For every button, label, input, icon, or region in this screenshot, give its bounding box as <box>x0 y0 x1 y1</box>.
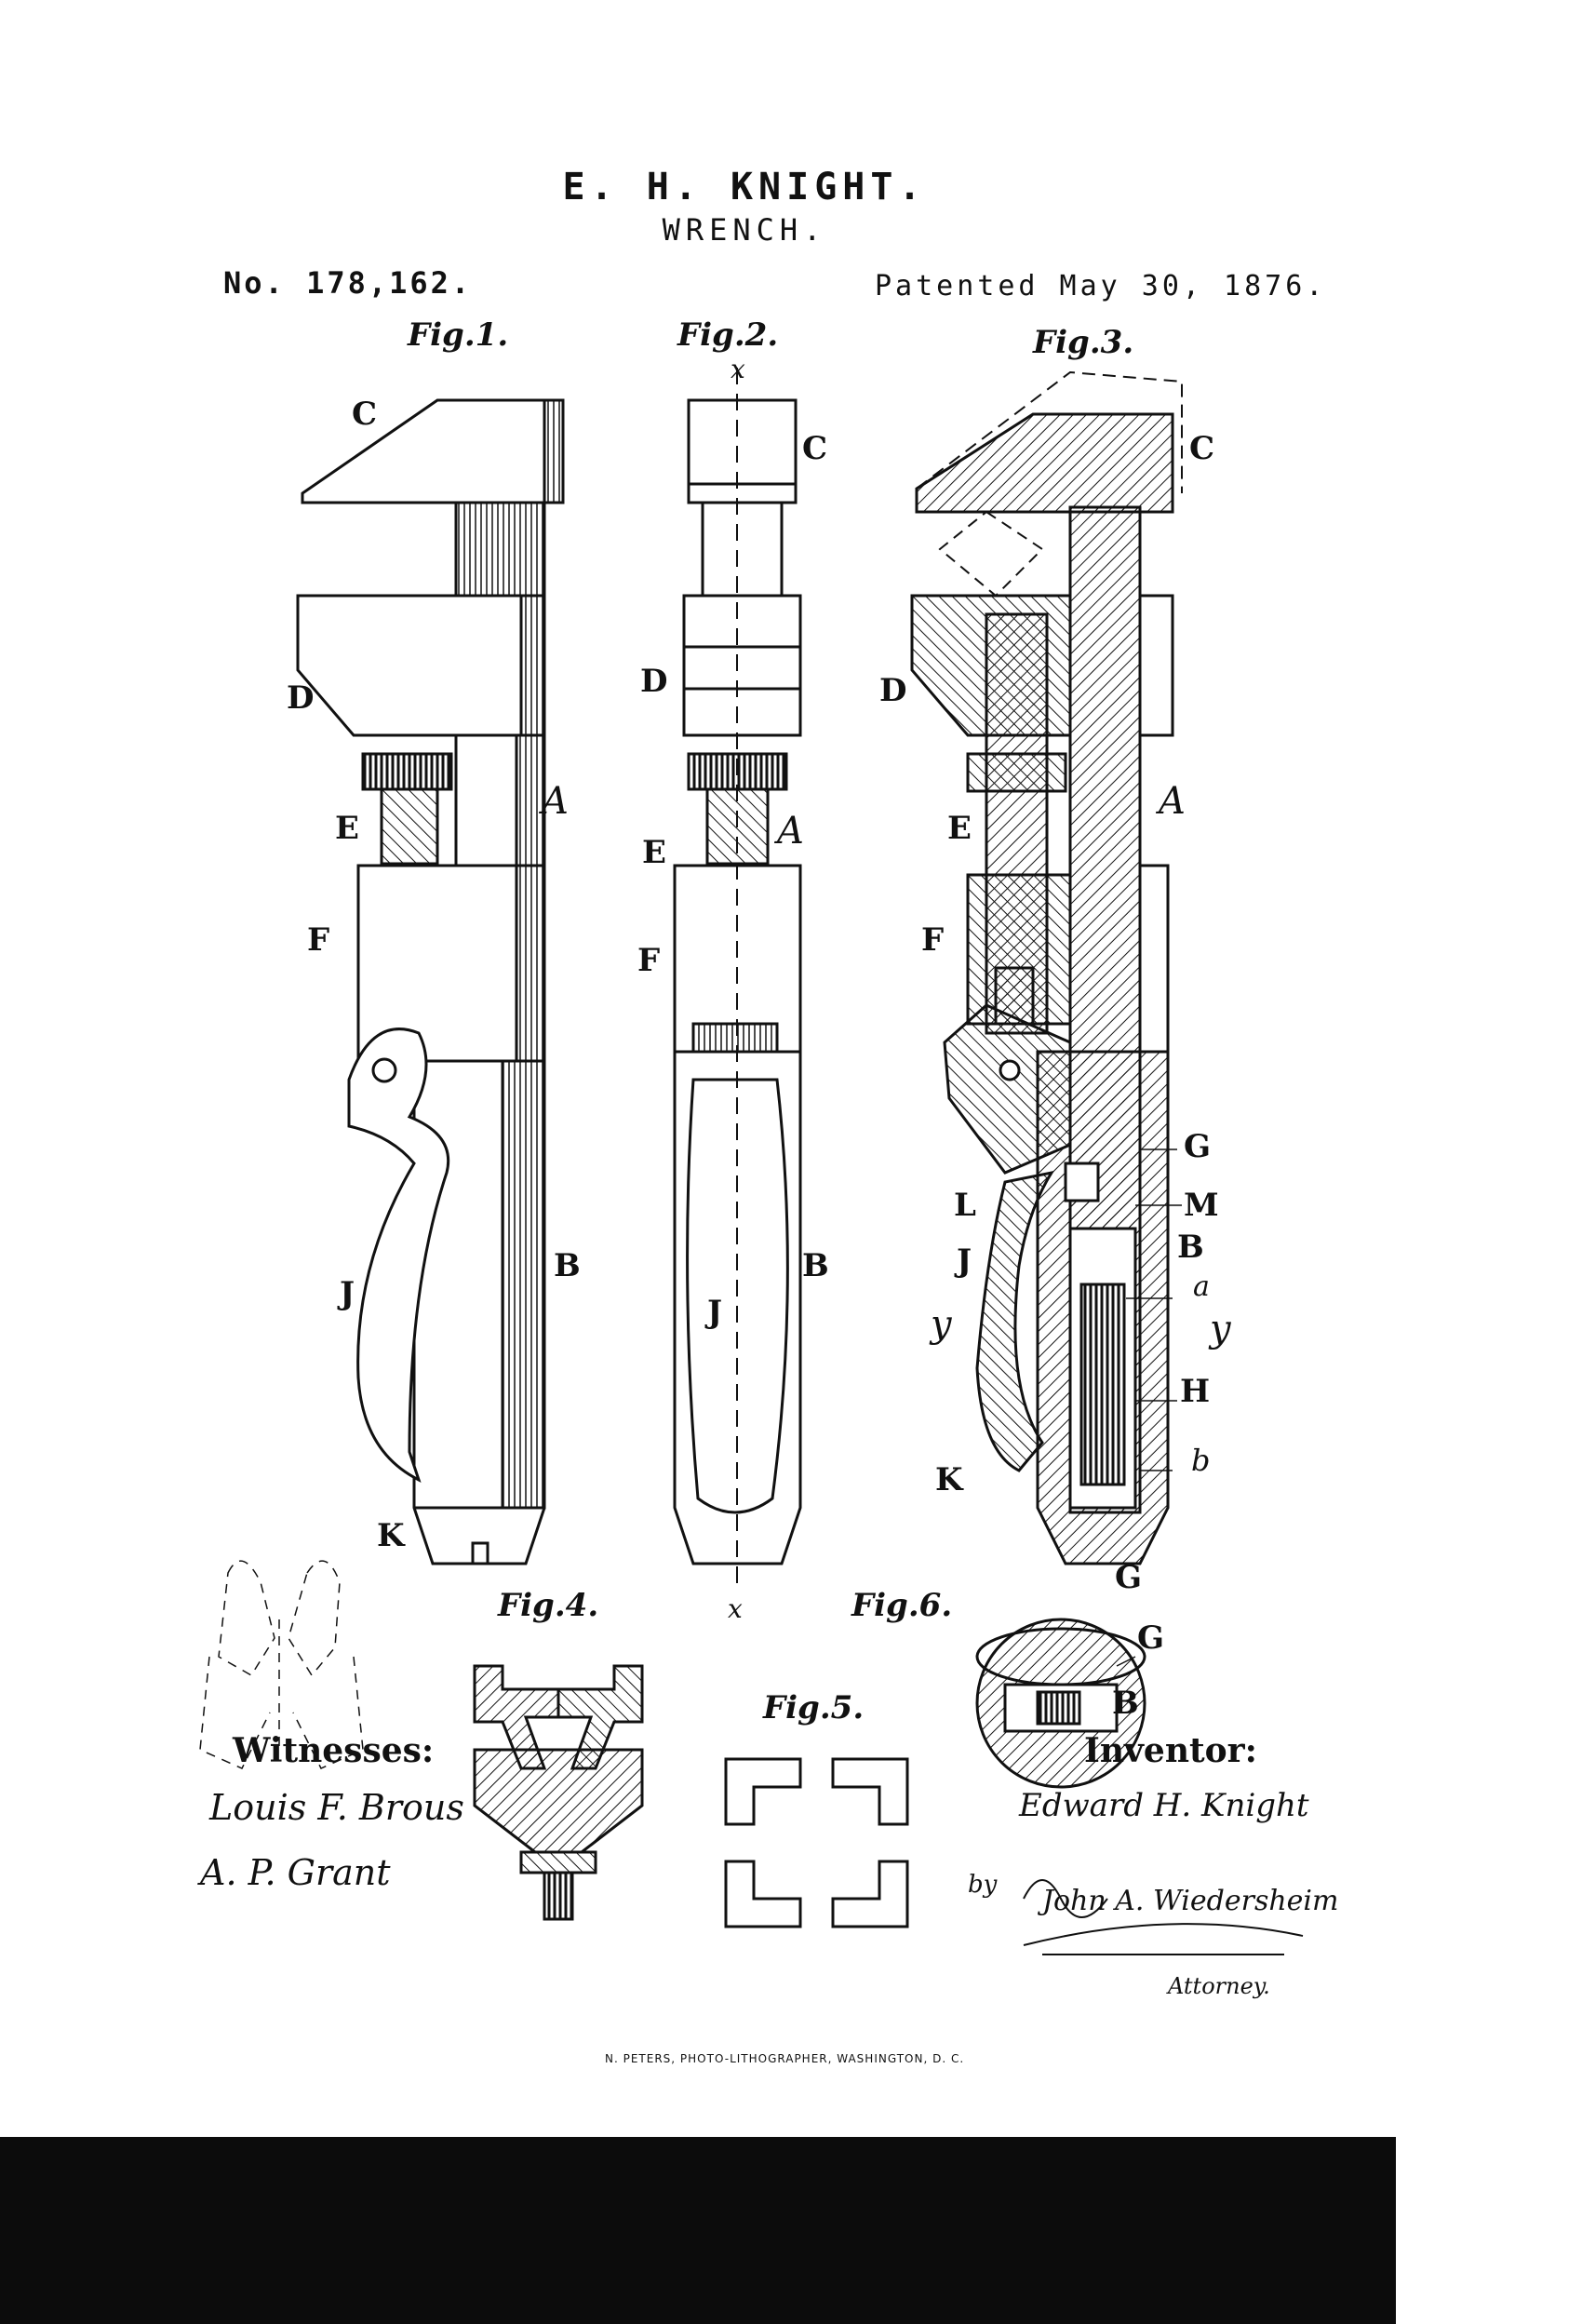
signature-flourishes <box>1023 1879 1304 1955</box>
fig3-ref-g-bottom: G <box>1115 1559 1143 1596</box>
figure-3-wrench-section <box>910 370 1183 1565</box>
figure-4-jaw-section <box>473 1664 644 1921</box>
fig1-ref-a: A <box>542 780 569 823</box>
scan-bottom-black-bar <box>0 2137 1396 2324</box>
fig3-ref-a: A <box>1159 780 1186 823</box>
attorney-label: Attorney. <box>1168 1973 1270 1999</box>
fig1-label: Fig.1. <box>408 316 509 354</box>
fig3-ref-d: D <box>879 672 907 709</box>
lithographer-credit: N. PETERS, PHOTO-LITHOGRAPHER, WASHINGTO… <box>605 2052 965 2065</box>
attorney-signature: John A. Wiedersheim <box>1042 1885 1339 1917</box>
fig3-ref-c: C <box>1189 430 1215 467</box>
fig2-ref-d: D <box>640 663 668 700</box>
fig2-ref-f: F <box>637 942 661 979</box>
fig6-label: Fig.6. <box>851 1587 953 1624</box>
fig1-ref-b: B <box>554 1247 581 1284</box>
fig2-ref-c: C <box>802 430 828 467</box>
figure-1-wrench-side-view <box>296 398 565 1565</box>
witness-signature-2: A. P. Grant <box>200 1852 391 1893</box>
patent-inventor-name: E. H. KNIGHT. <box>562 166 927 208</box>
fig2-ref-x-top: x <box>731 354 745 384</box>
fig3-ref-f: F <box>921 921 945 959</box>
fig3-ref-g: G <box>1184 1128 1212 1165</box>
fig1-ref-c: C <box>352 396 378 433</box>
figure-5-jaw-pieces <box>724 1757 909 1928</box>
fig2-ref-j: J <box>707 1294 723 1331</box>
fig3-ref-k: K <box>935 1461 963 1498</box>
fig3-ref-j: J <box>957 1243 972 1280</box>
inventor-label: Inventor: <box>1084 1731 1257 1770</box>
patent-number: No. 178,162. <box>223 265 473 301</box>
fig1-ref-e: E <box>335 810 359 847</box>
fig2-ref-x-bottom: x <box>728 1593 743 1624</box>
by-text: by <box>968 1871 998 1899</box>
fig2-ref-b: B <box>802 1247 829 1284</box>
fig2-ref-a: A <box>777 810 804 853</box>
fig4-label: Fig.4. <box>498 1587 599 1624</box>
fig3-ref-l: L <box>954 1187 976 1224</box>
fig2-label: Fig.2. <box>677 316 779 354</box>
fig3-ref-b-lower: b <box>1191 1443 1211 1478</box>
fig2-ref-e: E <box>642 834 666 871</box>
fig6-ref-g: G <box>1137 1619 1165 1657</box>
fig3-ref-b: B <box>1177 1229 1204 1266</box>
inventor-signature: Edward H. Knight <box>1019 1787 1309 1824</box>
fig1-ref-f: F <box>307 921 330 959</box>
fig3-ref-m: M <box>1184 1187 1219 1224</box>
patent-date: Patented May 30, 1876. <box>875 270 1327 302</box>
patent-invention-title: WRENCH. <box>662 212 827 248</box>
fig6-ref-b: B <box>1112 1685 1139 1722</box>
fig3-ref-a-lower: a <box>1193 1270 1210 1303</box>
fig3-label: Fig.3. <box>1033 324 1134 361</box>
fig1-ref-d: D <box>287 679 315 717</box>
witness-signature-1: Louis F. Brous <box>209 1787 464 1828</box>
figure-2-wrench-edge-view <box>673 368 802 1592</box>
fig1-ref-k: K <box>377 1517 405 1554</box>
faint-sketch-figure <box>199 1560 364 1769</box>
fig3-ref-h: H <box>1180 1373 1211 1410</box>
figure-6-handle-cross-section <box>975 1618 1146 1789</box>
witnesses-label: Witnesses: <box>233 1731 435 1770</box>
fig3-ref-e: E <box>947 810 972 847</box>
fig1-ref-j: J <box>340 1275 355 1312</box>
fig5-label: Fig.5. <box>763 1689 865 1726</box>
fig3-ref-y-right: y <box>1210 1308 1231 1350</box>
fig3-ref-y-left: y <box>931 1303 952 1346</box>
